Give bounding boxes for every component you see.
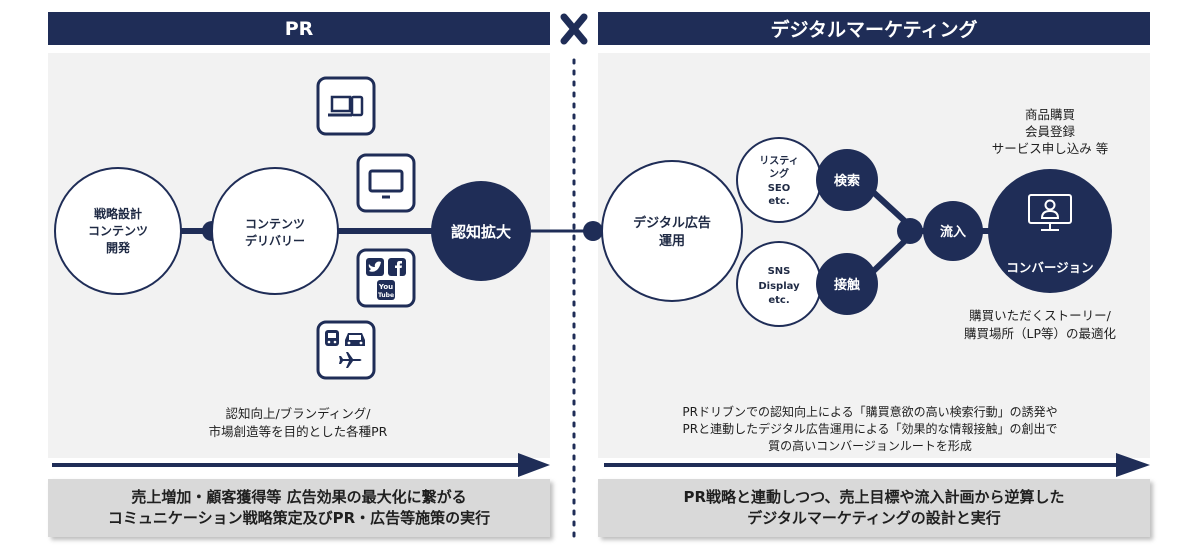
strategy-line-1: 戦略設計: [94, 206, 142, 221]
delivery-line-2: デリバリー: [245, 233, 305, 248]
social-media-box: You Tube: [356, 248, 416, 308]
search-node: 検索: [816, 149, 878, 211]
goals-line-2: 会員登録: [1025, 124, 1076, 139]
digital-ads-node: デジタル広告 運用: [601, 160, 743, 302]
transport-box: [316, 320, 376, 380]
inflow-node: 流入: [923, 201, 983, 261]
contact-label: 接触: [834, 277, 860, 293]
sns-line-3: etc.: [768, 295, 789, 306]
pr-header: PR: [48, 12, 550, 45]
strategy-node: 戦略設計 コンテンツ 開発: [54, 167, 182, 295]
contact-node: 接触: [816, 253, 878, 315]
listing-seo-node: リスティ ング SEO etc.: [736, 137, 822, 223]
search-label: 検索: [834, 173, 860, 189]
awareness-node: 認知拡大: [431, 181, 531, 281]
dm-description-line-1: PRドリブンでの認知向上による「購買意欲の高い検索行動」の誘発や: [682, 404, 1057, 419]
pr-footer-line-1: 売上増加・顧客獲得等 広告効果の最大化に繋がる: [131, 488, 467, 506]
listing-line-1: リスティ: [759, 155, 798, 167]
sns-line-1: SNS: [768, 266, 791, 277]
pr-footer: 売上増加・顧客獲得等 広告効果の最大化に繋がる コミュニケーション戦略策定及びP…: [48, 479, 550, 537]
optimize-line-2: 購買場所（LP等）の最適化: [964, 326, 1117, 341]
bridge-junction-dot: [583, 221, 603, 241]
car-icon: [345, 333, 365, 346]
pr-header-title: PR: [284, 17, 314, 40]
dm-footer: PR戦略と連動しつつ、売上目標や流入計画から逆算した デジタルマーケティングの設…: [598, 479, 1150, 537]
dm-footer-line-2: デジタルマーケティングの設計と実行: [747, 509, 1001, 527]
pr-description-line-1: 認知向上/ブランディング/: [225, 406, 371, 421]
device-icon: [316, 76, 376, 136]
dm-header-title: デジタルマーケティング: [770, 19, 978, 41]
dm-arrow: [604, 453, 1150, 477]
inflow-label: 流入: [940, 224, 966, 240]
youtube-label-bottom: Tube: [378, 292, 394, 299]
ads-line-1: デジタル広告: [633, 215, 711, 231]
optimize-line-1: 購買いただくストーリー/: [969, 308, 1112, 323]
goals-line-3: サービス申し込み 等: [992, 141, 1108, 156]
sns-display-node: SNS Display etc.: [736, 241, 822, 327]
airplane-icon: [339, 352, 362, 368]
pr-description-line-2: 市場創造等を目的とした各種PR: [209, 424, 388, 439]
sns-line-2: Display: [758, 281, 800, 292]
listing-line-2: ング: [769, 167, 789, 180]
twitter-icon: [366, 258, 384, 276]
dm-description-line-2: PRと連動したデジタル広告運用による「効果的な情報接触」の創出で: [683, 421, 1058, 436]
listing-line-3: SEO: [768, 183, 791, 194]
conversion-node: コンバージョン: [988, 169, 1112, 293]
ads-line-2: 運用: [659, 234, 685, 249]
goals-line-1: 商品購買: [1025, 107, 1075, 122]
delivery-line-1: コンテンツ: [245, 217, 305, 231]
user-monitor-icon: [1028, 194, 1072, 231]
monitor-icon: [356, 153, 416, 213]
youtube-label-top: You: [378, 283, 393, 291]
listing-line-4: etc.: [768, 196, 789, 207]
conversion-label: コンバージョン: [1006, 260, 1093, 275]
dm-description-line-3: 質の高いコンバージョンルートを形成: [768, 438, 972, 453]
digital-marketing-header: デジタルマーケティング: [598, 12, 1150, 45]
merge-junction-dot: [897, 218, 923, 244]
train-icon: [325, 330, 339, 346]
facebook-icon: [388, 258, 406, 276]
cross-icon: [560, 13, 588, 45]
strategy-line-2: コンテンツ: [88, 224, 148, 238]
delivery-node: コンテンツ デリバリー: [211, 167, 339, 295]
awareness-label: 認知拡大: [451, 223, 511, 241]
dm-footer-line-1: PR戦略と連動しつつ、売上目標や流入計画から逆算した: [683, 488, 1065, 506]
youtube-icon: You Tube: [377, 280, 395, 300]
strategy-line-3: 開発: [106, 240, 131, 255]
pr-arrow: [52, 453, 550, 477]
pr-footer-line-2: コミュニケーション戦略策定及びPR・広告等施策の実行: [107, 509, 491, 527]
